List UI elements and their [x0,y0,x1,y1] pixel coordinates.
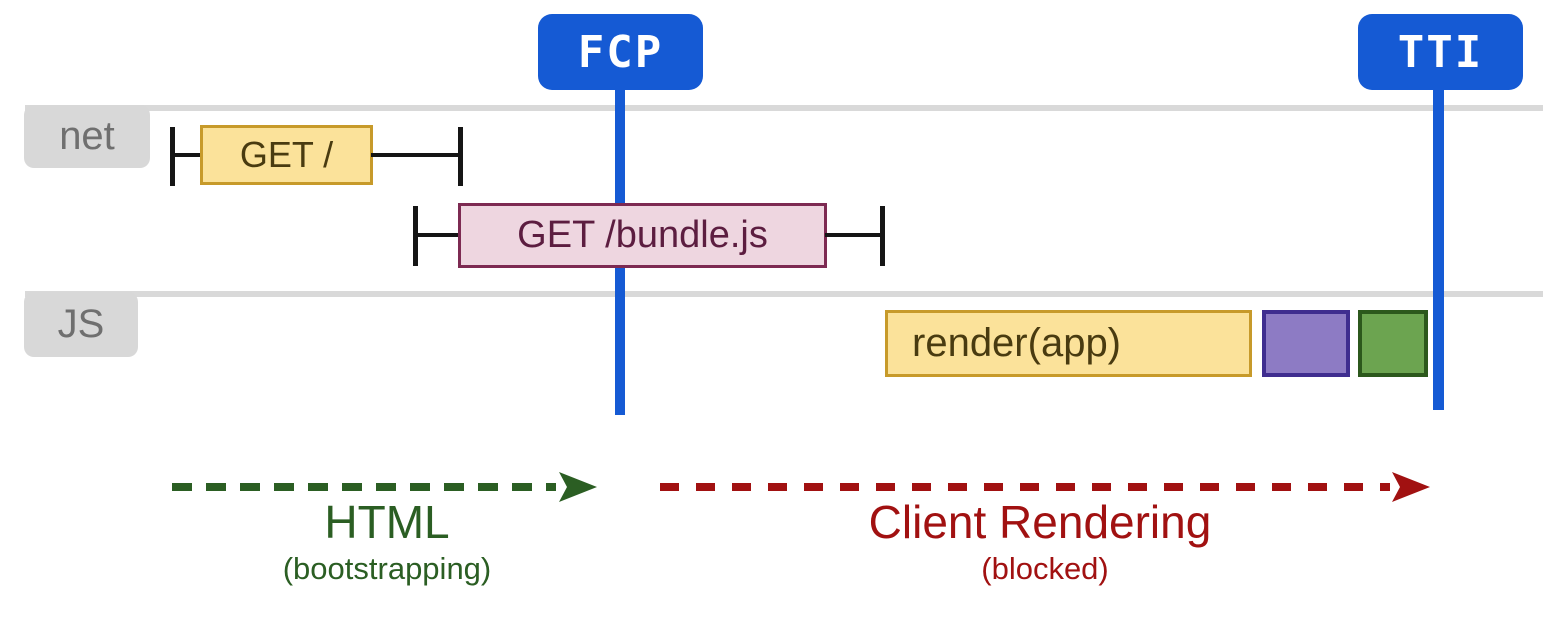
get-root-left-whisker [170,153,202,157]
js-task-block-purple [1262,310,1350,377]
net-lane-label: net [24,105,150,168]
tti-badge-label: TTI [1397,26,1484,78]
fcp-badge-label: FCP [577,26,664,78]
get-bundle-task-label: GET /bundle.js [517,214,768,256]
client-rendering-phase-title: Client Rendering [868,496,1212,548]
html-phase-title: HTML [324,496,450,548]
get-bundle-task: GET /bundle.js [458,203,827,268]
phase-arrows [172,472,1430,502]
js-lane-label: JS [24,292,138,357]
get-root-end-tick [458,127,463,186]
get-bundle-end-tick [880,206,885,266]
net-lane-label-text: net [59,114,115,158]
get-root-task: GET / [200,125,373,185]
html-phase-subtitle: (bootstrapping) [282,551,492,586]
get-bundle-left-whisker [413,233,460,237]
get-bundle-right-whisker [825,233,882,237]
fcp-badge: FCP [538,14,703,90]
get-root-task-label: GET / [239,134,334,175]
js-lane-rail [25,291,1543,297]
html-phase-arrowhead-icon [559,472,597,502]
get-root-right-whisker [371,153,460,157]
client-rendering-phase-arrowhead-icon [1392,472,1430,502]
js-task-block-green [1358,310,1428,377]
tti-marker-line [1433,84,1444,410]
render-app-task-label: render(app) [912,321,1122,365]
net-lane-rail [25,105,1543,111]
tti-badge: TTI [1358,14,1523,90]
render-app-task: render(app) [885,310,1252,377]
js-lane-label-text: JS [57,302,105,346]
client-rendering-phase-subtitle: (blocked) [981,551,1109,586]
